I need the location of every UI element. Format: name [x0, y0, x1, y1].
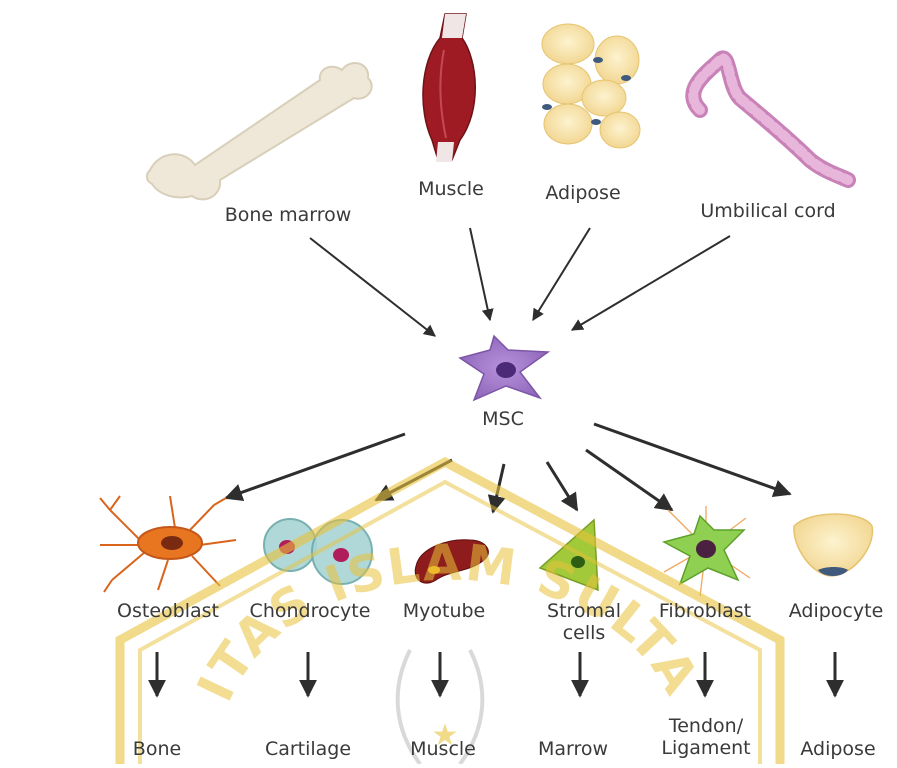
tissue-label-marrow: Marrow	[538, 738, 608, 760]
cell-label-fibroblast: Fibroblast	[659, 600, 751, 622]
umbilical-cord-icon	[693, 58, 848, 180]
myotube-icon	[415, 540, 488, 583]
source-label-bone-marrow: Bone marrow	[225, 204, 352, 226]
arrow-bone-marrow-to-msc	[310, 238, 435, 336]
cell-label-osteoblast: Osteoblast	[117, 600, 219, 622]
msc-cell-icon	[460, 336, 548, 400]
cell-label-chondrocyte: Chondrocyte	[250, 600, 371, 622]
tissue-label-tendon-line1: Tendon/	[661, 715, 750, 737]
arrow-muscle-to-msc	[470, 228, 490, 320]
chondrocyte-icon	[264, 519, 372, 584]
cell-label-stromal-line2: cells	[547, 622, 621, 644]
arrow-msc-to-stromal	[547, 462, 577, 510]
arrow-msc-to-osteoblast	[226, 434, 405, 498]
arrow-msc-to-adipocyte	[594, 424, 790, 494]
stromal-cell-icon	[540, 520, 598, 590]
source-label-umbilical-cord: Umbilical cord	[700, 200, 835, 222]
bone-icon	[147, 63, 372, 199]
tissue-label-tendon-line2: Ligament	[661, 737, 750, 759]
tissue-label-cartilage: Cartilage	[265, 738, 351, 760]
arrow-adipose-to-msc	[533, 228, 590, 320]
arrow-msc-to-myotube	[493, 464, 504, 512]
cell-label-stromal-line1: Stromal	[547, 600, 621, 622]
msc-label: MSC	[482, 408, 524, 430]
cell-label-myotube: Myotube	[403, 600, 486, 622]
tissue-label-muscle: Muscle	[410, 738, 476, 760]
adipose-icon	[542, 24, 640, 148]
tissue-label-bone: Bone	[133, 738, 181, 760]
tissue-label-adipose: Adipose	[800, 738, 875, 760]
arrow-msc-to-fibroblast	[586, 450, 672, 510]
cell-label-adipocyte: Adipocyte	[789, 600, 884, 622]
arrow-umbilical-to-msc	[572, 236, 730, 330]
fibroblast-icon	[664, 506, 750, 596]
adipocyte-icon	[794, 514, 873, 576]
osteoblast-icon	[100, 496, 236, 592]
source-label-adipose: Adipose	[545, 182, 620, 204]
arrow-msc-to-chondrocyte	[376, 460, 452, 500]
source-label-muscle: Muscle	[418, 178, 484, 200]
tissue-label-tendon: Tendon/ Ligament	[661, 715, 750, 759]
muscle-icon	[423, 14, 475, 162]
cell-label-stromal: Stromal cells	[547, 600, 621, 644]
